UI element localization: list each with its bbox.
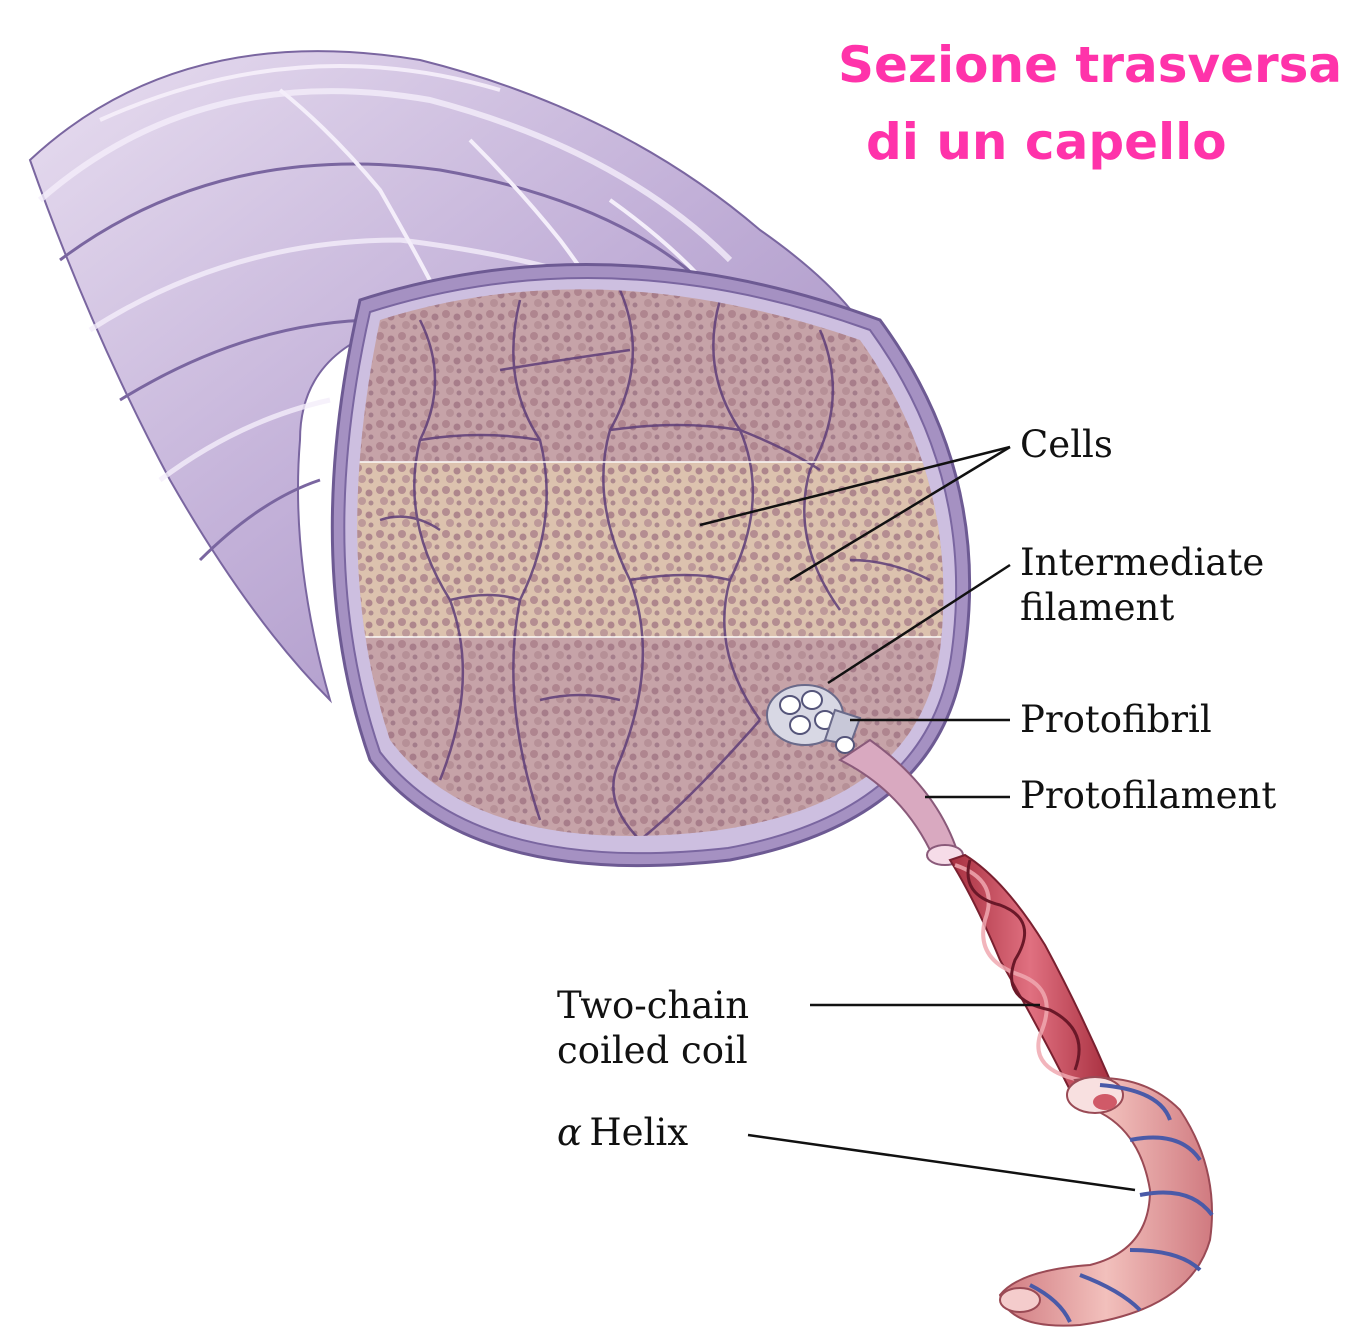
label-intermediate-line-2: filament (1020, 587, 1174, 629)
alpha-symbol: α (557, 1111, 582, 1154)
label-cells: Cells (1020, 424, 1113, 466)
page-title-line-2: di un capello (866, 113, 1227, 171)
label-alpha-helix: α Helix (557, 1112, 688, 1154)
label-two-chain-line-2: coiled coil (557, 1030, 748, 1072)
helix-word: Helix (589, 1111, 688, 1154)
page-title-line-1: Sezione trasversa (838, 36, 1342, 94)
coiled-coil (950, 855, 1110, 1090)
label-two-chain-line-1: Two-chain (557, 985, 749, 1027)
alpha-helix (1000, 1077, 1212, 1326)
label-protofilament: Protofilament (1020, 775, 1276, 817)
label-intermediate-line-1: Intermediate (1020, 542, 1264, 584)
label-protofibril: Protofibril (1020, 699, 1212, 741)
leader-alpha-helix (748, 1135, 1135, 1190)
